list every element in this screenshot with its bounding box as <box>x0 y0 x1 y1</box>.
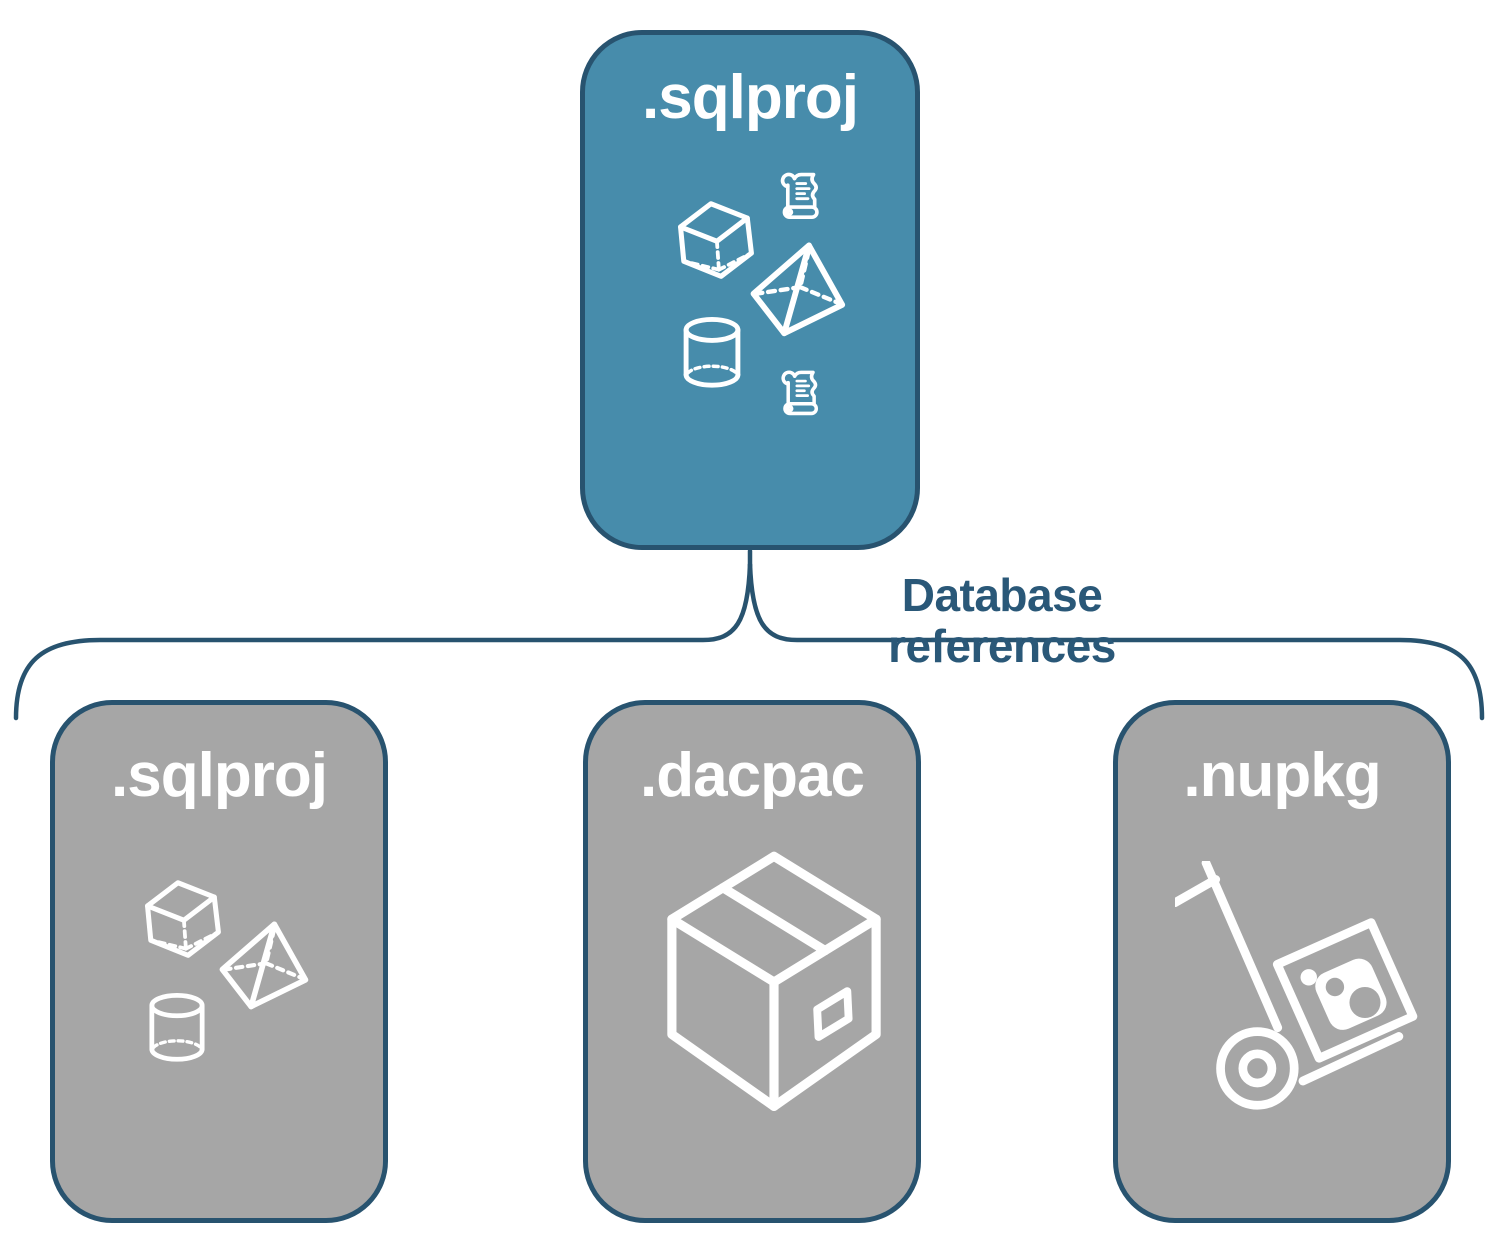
child-box-sqlproj: .sqlproj <box>50 700 388 1223</box>
child-box-label: .nupkg <box>1183 741 1381 810</box>
child-box-label: .dacpac <box>640 741 865 810</box>
child-box-nupkg: .nupkg <box>1113 700 1451 1223</box>
root-box-label: .sqlproj <box>642 63 859 132</box>
cube-icon <box>137 872 227 962</box>
truck-wheel-inner <box>1238 1049 1277 1088</box>
child-box-label: .sqlproj <box>111 741 328 810</box>
cylinder-icon <box>143 988 211 1068</box>
child-box-dacpac: .dacpac <box>583 700 921 1223</box>
connector-label: Database references <box>888 569 1116 672</box>
nuget-hand-truck-icon <box>1175 861 1427 1113</box>
pyramid-icon <box>212 917 318 1016</box>
truck-handle <box>1175 875 1221 908</box>
cube-icon <box>670 192 760 284</box>
package-outline <box>1272 918 1418 1063</box>
script-scroll-icon <box>771 367 827 421</box>
root-box-sqlproj: .sqlproj <box>580 30 920 550</box>
truck-bar <box>1201 861 1283 1033</box>
truck-wheel-outer <box>1216 1027 1299 1110</box>
nuget-logo <box>1300 958 1387 1030</box>
truck-base <box>1298 1032 1404 1086</box>
cylinder-icon <box>677 313 747 393</box>
package-box-icon <box>643 838 905 1126</box>
script-scroll-icon <box>771 169 827 225</box>
pyramid-icon <box>745 238 854 343</box>
